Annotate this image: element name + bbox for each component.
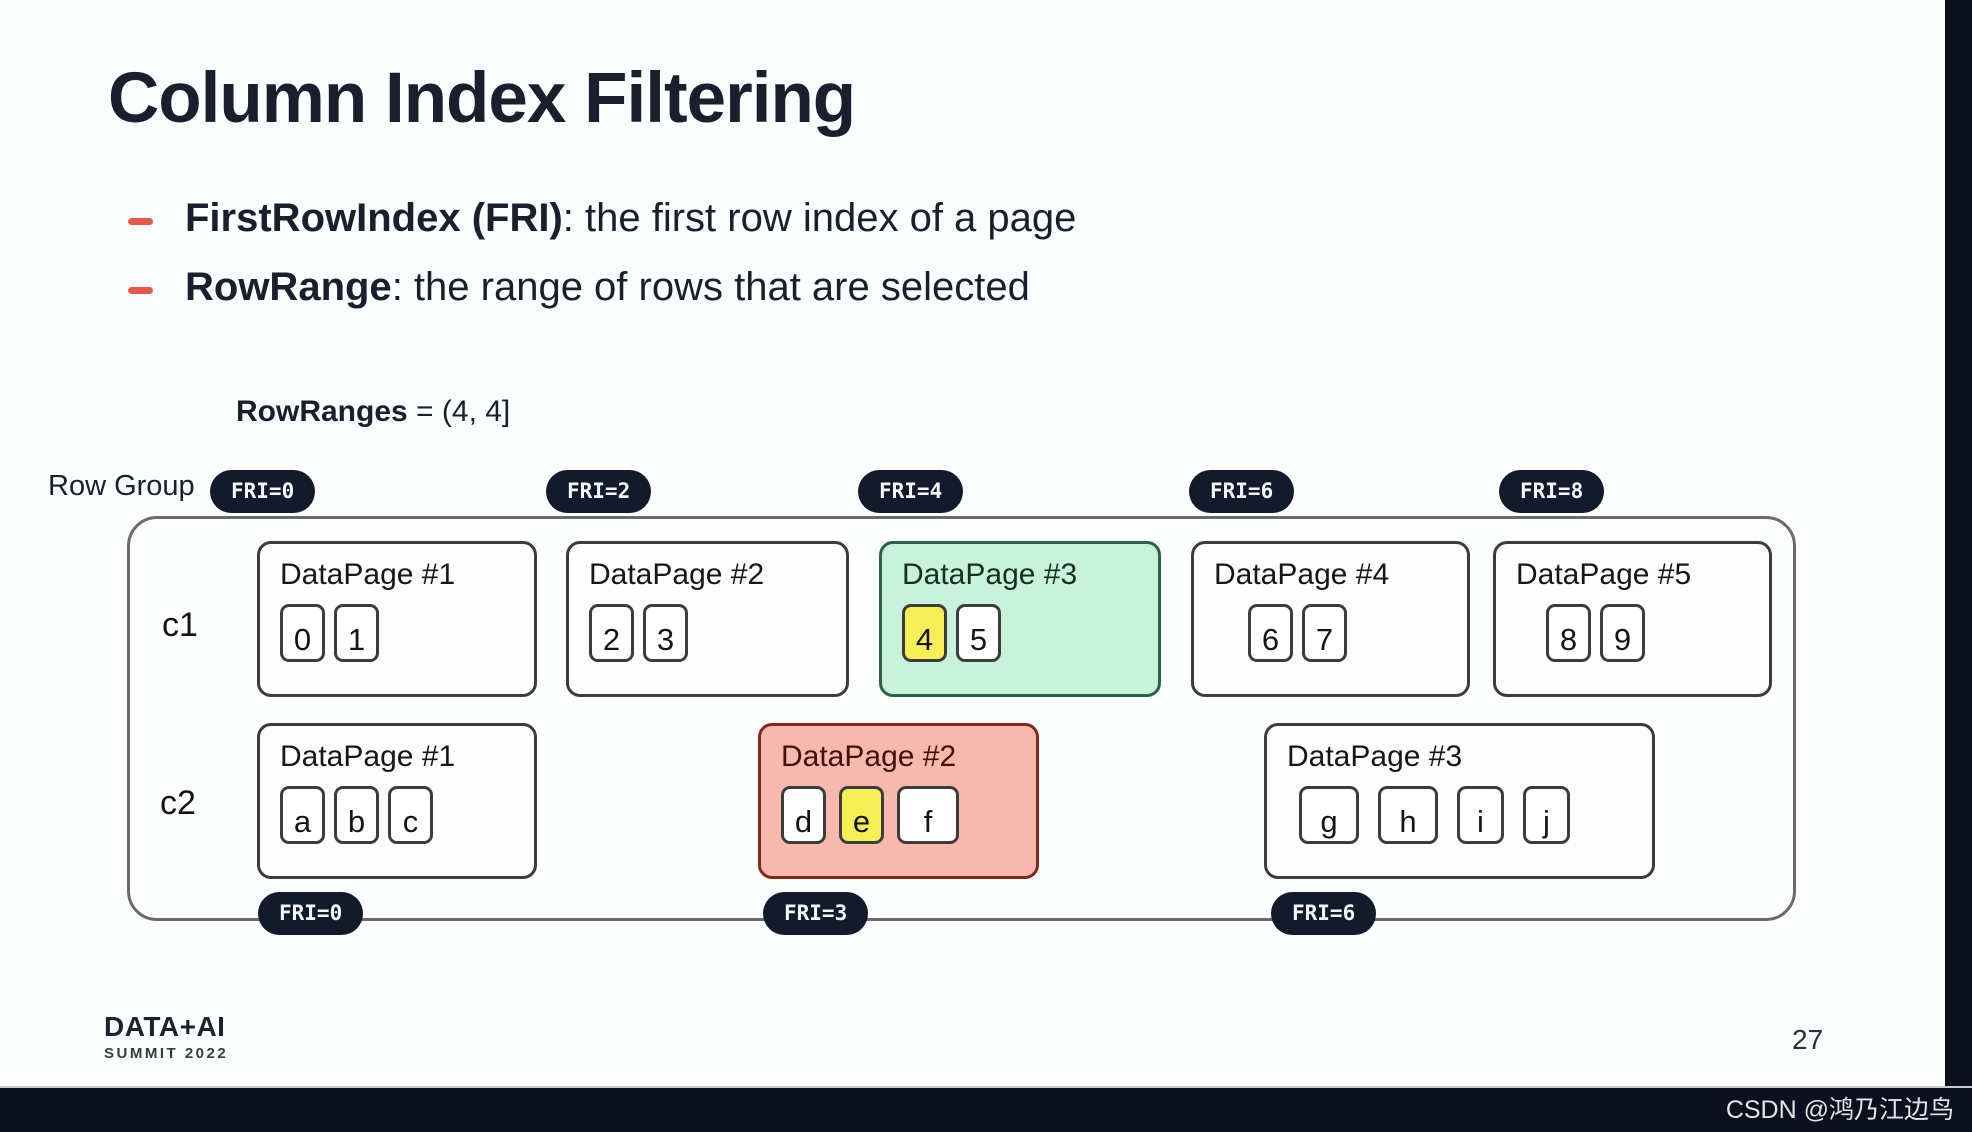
row-cell: 3: [643, 604, 688, 662]
datapage-title: DataPage #5: [1516, 558, 1692, 591]
row-cell: g: [1299, 786, 1359, 844]
datapage-c1-3-selected: DataPage #3 4 5: [879, 541, 1161, 697]
datapage-title: DataPage #3: [1287, 740, 1463, 773]
rowranges-value: = (4, 4]: [407, 395, 511, 428]
cell-row: 4 5: [902, 604, 1158, 662]
bullet-item-rowrange: RowRange: the range of rows that are sel…: [128, 265, 1030, 310]
fri-badge-bottom-0: FRI=0: [258, 892, 364, 935]
row-cell: 2: [589, 604, 634, 662]
fri-badge-top-0: FRI=0: [210, 470, 316, 513]
row-cell: b: [334, 786, 379, 844]
datapage-title: DataPage #2: [781, 740, 957, 773]
datapage-title: DataPage #3: [902, 558, 1078, 591]
bullet-term: RowRange: [185, 265, 392, 309]
datapage-c2-2-filtered: DataPage #2 d e f: [758, 723, 1039, 879]
row-cell: 7: [1302, 604, 1347, 662]
fri-badge-bottom-6: FRI=6: [1271, 892, 1377, 935]
row-cell: f: [897, 786, 959, 844]
row-cell: c: [388, 786, 433, 844]
datapage-title: DataPage #1: [280, 740, 456, 773]
bullet-item-fri: FirstRowIndex (FRI): the first row index…: [128, 196, 1076, 241]
column-label-c2: c2: [160, 784, 196, 822]
row-group-box: [127, 516, 1796, 921]
fri-badge-top-6: FRI=6: [1189, 470, 1295, 513]
bullet-dash-icon: [128, 218, 153, 225]
cell-row: g h i j: [1299, 786, 1652, 844]
logo-line2: SUMMIT 2022: [104, 1045, 229, 1062]
datapage-c1-1: DataPage #1 0 1: [257, 541, 537, 697]
fri-badge-bottom-3: FRI=3: [763, 892, 869, 935]
rowranges-formula: RowRanges = (4, 4]: [236, 395, 510, 429]
datapage-title: DataPage #2: [589, 558, 765, 591]
logo-line1: DATA+AI: [104, 1011, 226, 1042]
bullet-term: FirstRowIndex (FRI): [185, 196, 563, 240]
slide-page-number: 27: [1792, 1024, 1824, 1055]
row-cell: 5: [956, 604, 1001, 662]
video-frame-bottom-bar: CSDN @鸿乃江边鸟: [0, 1086, 1972, 1132]
row-group-label: Row Group: [48, 470, 195, 502]
data-ai-summit-logo: DATA+AI SUMMIT 2022: [104, 1011, 228, 1062]
rowranges-label: RowRanges: [236, 395, 408, 428]
row-cell: h: [1378, 786, 1438, 844]
datapage-c1-5: DataPage #5 8 9: [1493, 541, 1772, 697]
bullet-dash-icon: [128, 287, 153, 294]
datapage-title: DataPage #1: [280, 558, 456, 591]
page-title: Column Index Filtering: [108, 59, 856, 138]
cell-row: d e f: [781, 786, 1036, 844]
row-cell: 6: [1248, 604, 1293, 662]
bullet-rest: : the first row index of a page: [562, 196, 1077, 240]
column-label-c1: c1: [162, 606, 198, 644]
cell-row: 2 3: [589, 604, 846, 662]
bullet-text: RowRange: the range of rows that are sel…: [185, 265, 1030, 310]
row-cell: 1: [334, 604, 379, 662]
row-cell: d: [781, 786, 826, 844]
row-cell: 8: [1546, 604, 1591, 662]
datapage-c1-2: DataPage #2 2 3: [566, 541, 849, 697]
row-cell-highlighted: 4: [902, 604, 947, 662]
row-cell-highlighted: e: [839, 786, 884, 844]
cell-row: 6 7: [1248, 604, 1467, 662]
cell-row: 0 1: [280, 604, 534, 662]
row-cell: 0: [280, 604, 325, 662]
bullet-rest: : the range of rows that are selected: [391, 265, 1030, 309]
datapage-c2-3: DataPage #3 g h i j: [1264, 723, 1655, 879]
row-cell: i: [1457, 786, 1504, 844]
fri-badge-top-4: FRI=4: [858, 470, 964, 513]
video-frame-right-bar: [1945, 0, 1972, 1132]
datapage-c2-1: DataPage #1 a b c: [257, 723, 537, 879]
fri-badge-top-2: FRI=2: [546, 470, 652, 513]
row-cell: j: [1523, 786, 1570, 844]
csdn-watermark: CSDN @鸿乃江边鸟: [1725, 1096, 1954, 1124]
cell-row: a b c: [280, 786, 534, 844]
datapage-title: DataPage #4: [1214, 558, 1390, 591]
row-cell: 9: [1600, 604, 1645, 662]
bullet-text: FirstRowIndex (FRI): the first row index…: [185, 196, 1076, 241]
datapage-c1-4: DataPage #4 6 7: [1191, 541, 1470, 697]
row-cell: a: [280, 786, 325, 844]
cell-row: 8 9: [1546, 604, 1769, 662]
fri-badge-top-8: FRI=8: [1499, 470, 1605, 513]
